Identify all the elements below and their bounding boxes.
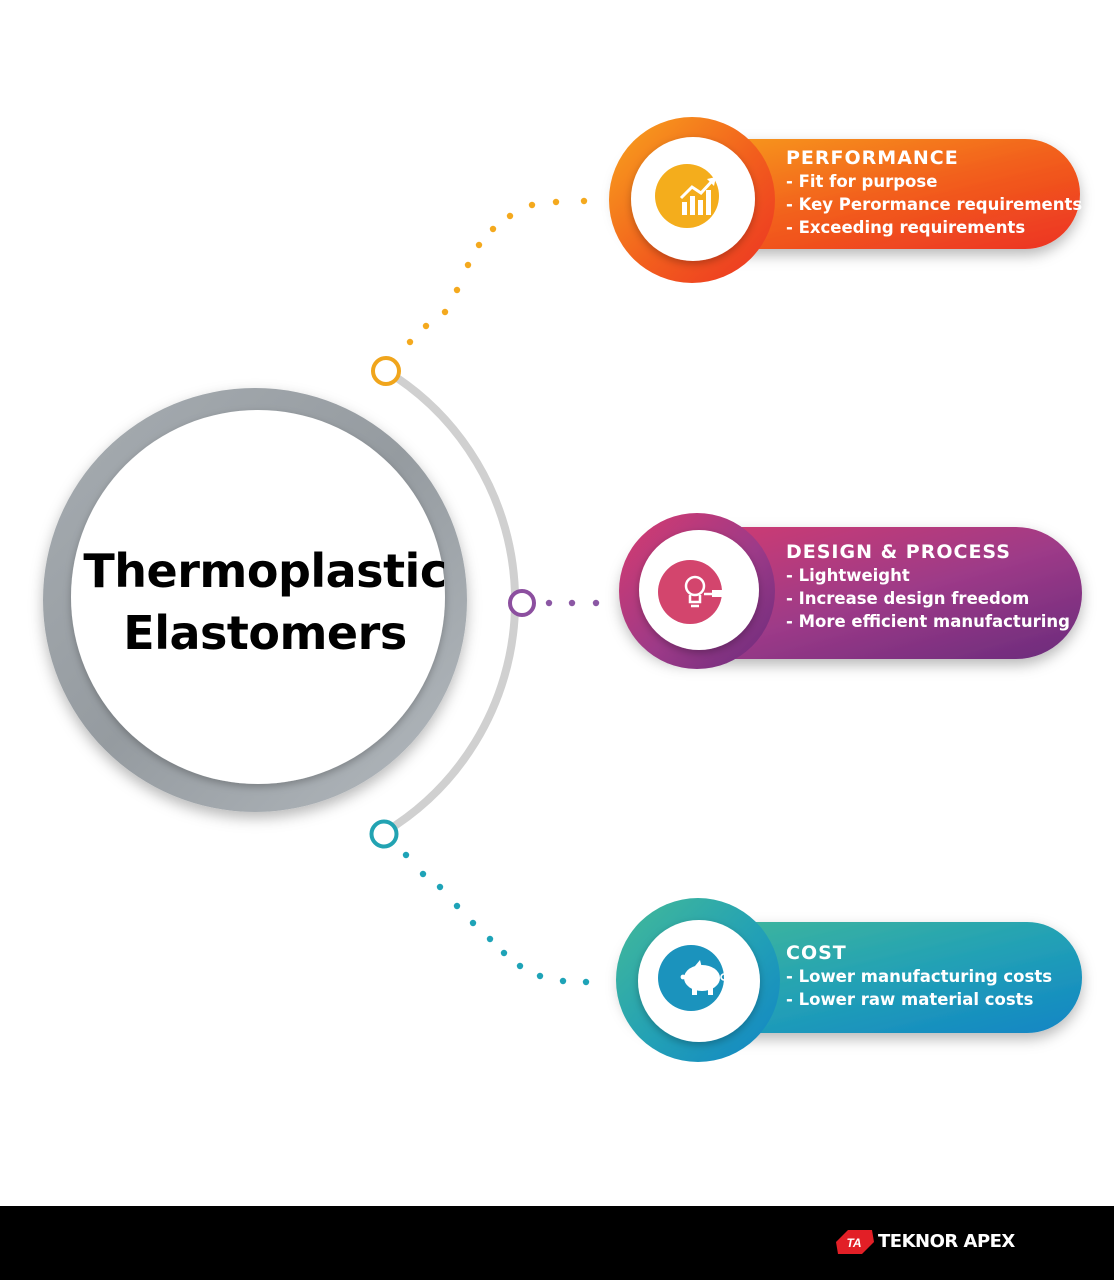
list-item: - Lightweight (786, 566, 910, 585)
brand-name: TEKNOR APEX (878, 1231, 1015, 1252)
performance-text: PERFORMANCE - Fit for purpose - Key Pero… (786, 146, 1082, 239)
main-title-line1: Thermoplastic (83, 544, 447, 598)
dotted-connector-cost (402, 851, 590, 986)
logo-mark-text: TA (846, 1236, 861, 1250)
design-text: DESIGN & PROCESS - Lightweight - Increas… (786, 540, 1070, 633)
list-item: - Lower raw material costs (786, 990, 1034, 1009)
node-cost (369, 819, 399, 849)
list-item: - Fit for purpose (786, 172, 938, 191)
main-title: Thermoplastic Elastomers (60, 540, 470, 664)
node-design (508, 589, 536, 617)
teknor-apex-logo-mark: TA (836, 1230, 874, 1254)
dotted-connector-design (545, 599, 600, 607)
cost-list: - Lower manufacturing costs - Lower raw … (786, 965, 1052, 1011)
dotted-connector-performance (406, 197, 588, 346)
list-item: - More efficient manufacturing (786, 612, 1070, 631)
card-performance (609, 117, 1080, 283)
footer-bar: TA (0, 1206, 1114, 1280)
performance-list: - Fit for purpose - Key Perormance requi… (786, 170, 1082, 239)
design-list: - Lightweight - Increase design freedom … (786, 564, 1070, 633)
node-performance (371, 356, 401, 386)
piggy-bank-icon (680, 960, 728, 995)
cost-text: COST - Lower manufacturing costs - Lower… (786, 941, 1052, 1011)
lightbulb-icon (684, 575, 723, 608)
growth-chart-icon (679, 177, 716, 215)
main-title-line2: Elastomers (123, 606, 407, 660)
list-item: - Lower manufacturing costs (786, 967, 1053, 986)
card-design (619, 513, 1082, 669)
cost-title: COST (786, 942, 847, 964)
design-title: DESIGN & PROCESS (786, 541, 1011, 563)
central-ring (43, 388, 467, 812)
list-item: - Exceeding requirements (786, 218, 1026, 237)
card-cost (616, 898, 1082, 1062)
performance-title: PERFORMANCE (786, 147, 959, 169)
list-item: - Increase design freedom (786, 589, 1030, 608)
list-item: - Key Perormance requirements (786, 195, 1083, 214)
